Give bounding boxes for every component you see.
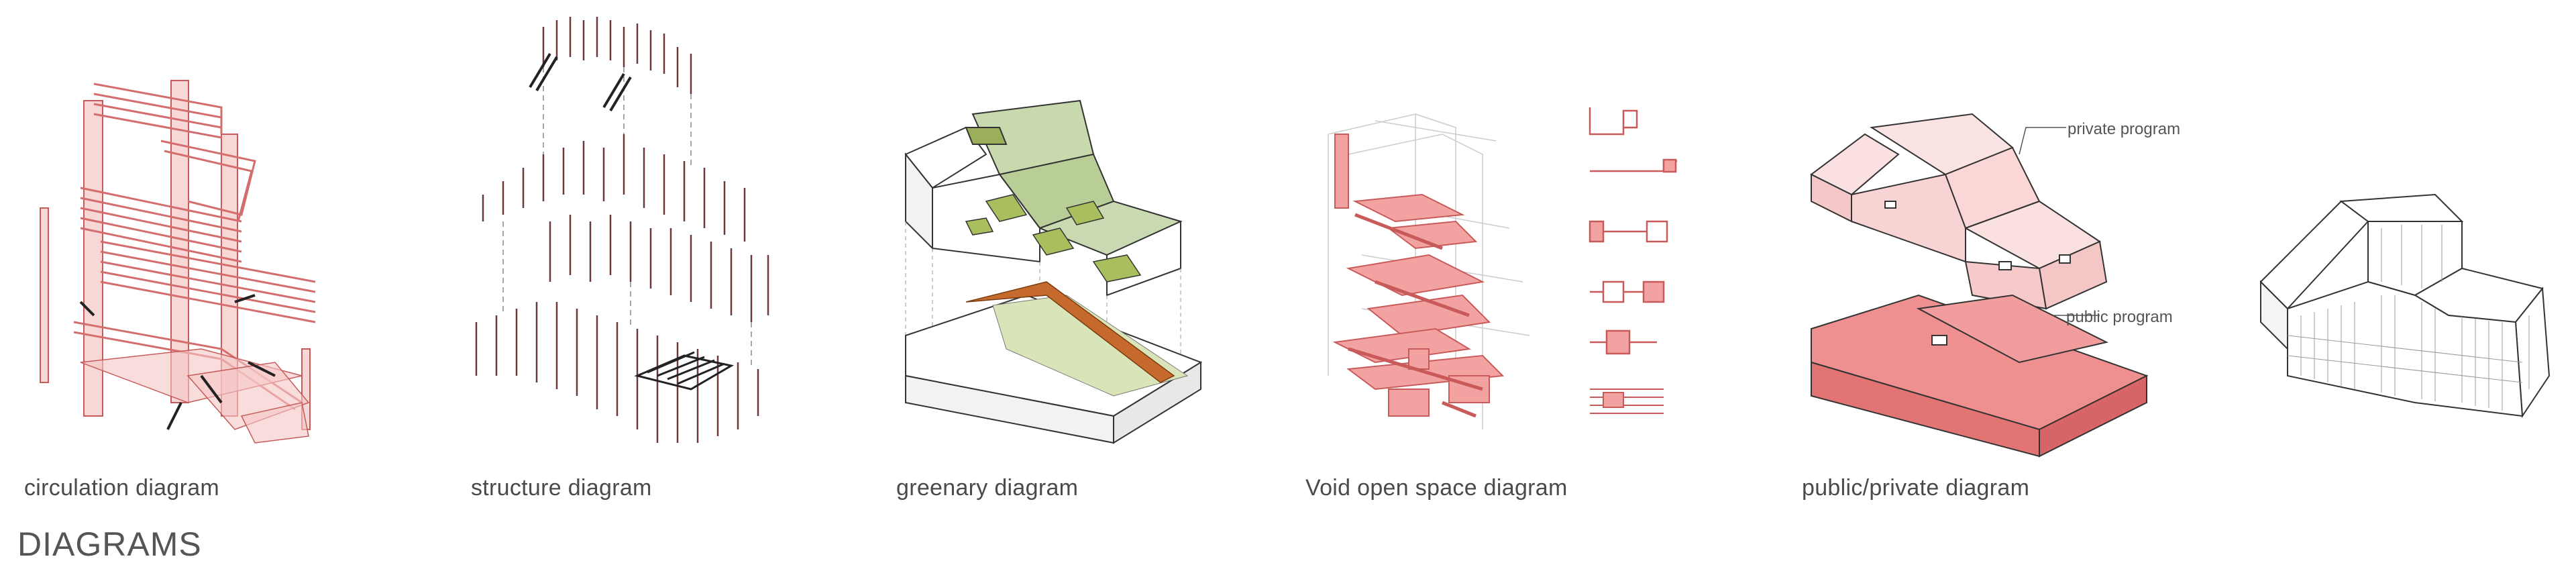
structure-panel — [463, 0, 778, 470]
axonometric-panel — [2247, 0, 2569, 470]
page-title: DIAGRAMS — [17, 525, 202, 563]
public-private-diagram: private program public program — [1810, 113, 2180, 458]
circulation-panel — [20, 0, 335, 470]
caption-public-private: public/private diagram — [1802, 475, 2030, 501]
caption-structure: structure diagram — [471, 475, 652, 501]
axonometric-linework — [2259, 193, 2551, 418]
greenary-patches — [965, 194, 1142, 282]
private-program-volume — [1810, 113, 2108, 310]
void-plan-icons — [1589, 107, 1677, 414]
public-private-panel: private program public program — [1798, 0, 2187, 470]
void-spaces — [1332, 134, 1505, 417]
caption-circulation: circulation diagram — [24, 475, 220, 501]
public-program-volume — [1811, 294, 2149, 458]
structure-dashed-guides — [502, 67, 752, 369]
circulation-diagram — [40, 80, 316, 444]
greenary-upper-volume — [904, 99, 1183, 297]
circulation-accents — [79, 294, 276, 430]
greenary-ramp — [965, 281, 1175, 383]
structure-columns — [475, 17, 769, 443]
greenary-panel — [892, 0, 1214, 470]
void-open-space-diagram — [1328, 107, 1677, 429]
program-leaders — [2019, 127, 2100, 316]
greenary-diagram — [904, 99, 1203, 444]
void-connectors — [1348, 213, 1483, 418]
void-panel — [1308, 0, 1684, 470]
public-program-label: public program — [2066, 308, 2173, 326]
private-program-label: private program — [2068, 120, 2180, 138]
structure-diagram — [475, 17, 769, 443]
structure-braces — [529, 52, 632, 112]
caption-void-open-space: Void open space diagram — [1305, 475, 1568, 501]
axo-hatching — [2287, 225, 2530, 411]
structure-truss — [634, 351, 735, 391]
caption-greenary: greenary diagram — [896, 475, 1079, 501]
